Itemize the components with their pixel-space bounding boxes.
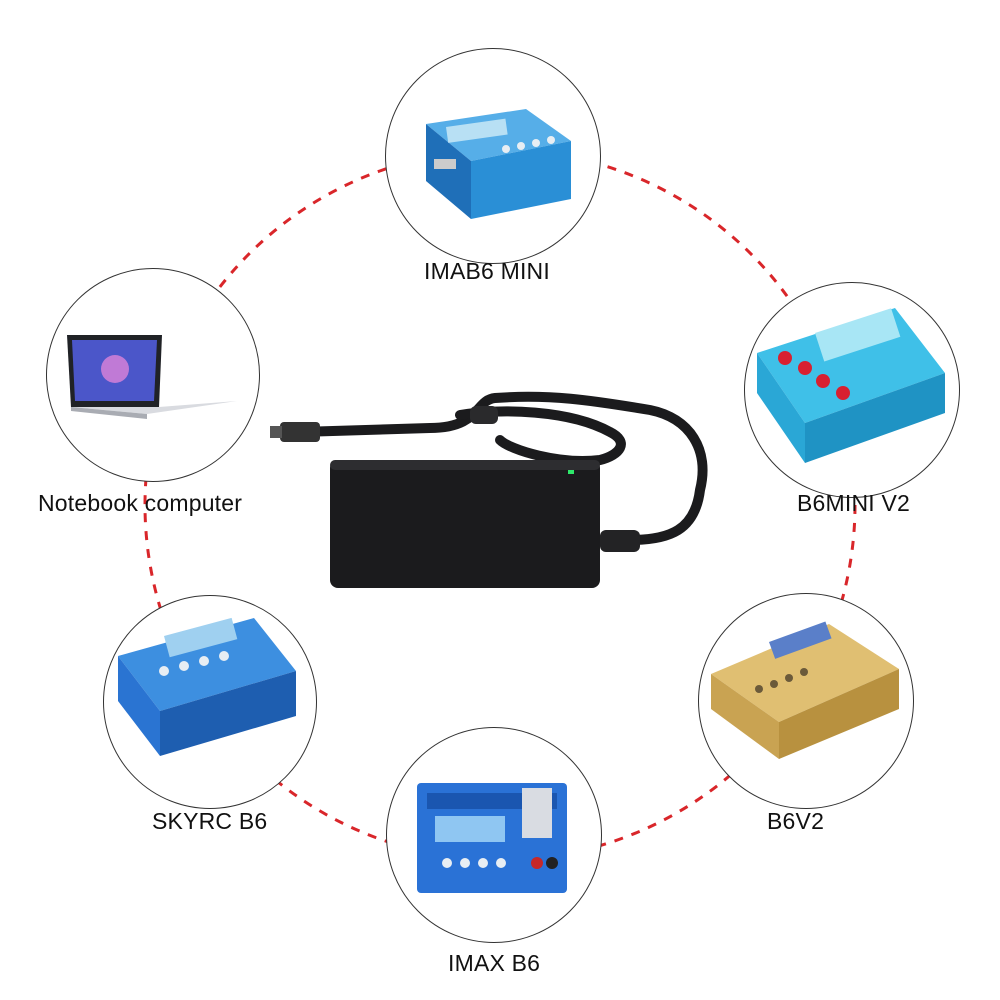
device-label-notebook: Notebook computer: [38, 490, 243, 516]
laptop-icon: [67, 335, 237, 419]
device-bubble-notebook: [46, 268, 260, 482]
power-adapter-icon: [270, 391, 708, 588]
device-bubble-b6mini-v2: [744, 282, 960, 498]
b6v2-charger-icon: [711, 621, 899, 759]
imab6-mini-charger-icon: [426, 109, 571, 219]
power-adapter: [270, 370, 730, 600]
b6mini-v2-charger-icon: [757, 308, 945, 463]
device-label-imab6-mini: IMAB6 MINI: [424, 258, 550, 284]
device-bubble-imab6-mini: [385, 48, 601, 264]
device-label-skyrc-b6: SKYRC B6: [152, 808, 268, 834]
device-bubble-skyrc-b6: [103, 595, 317, 809]
device-label-b6v2: B6V2: [767, 808, 825, 834]
device-bubble-b6v2: [698, 593, 914, 809]
device-label-imax-b6: IMAX B6: [448, 950, 541, 976]
skyrc-b6-charger-icon: [118, 617, 296, 756]
device-bubble-imax-b6: [386, 727, 602, 943]
device-label-b6mini-v2: B6MINI V2: [797, 490, 911, 516]
imax-b6-charger-icon: [417, 783, 567, 893]
